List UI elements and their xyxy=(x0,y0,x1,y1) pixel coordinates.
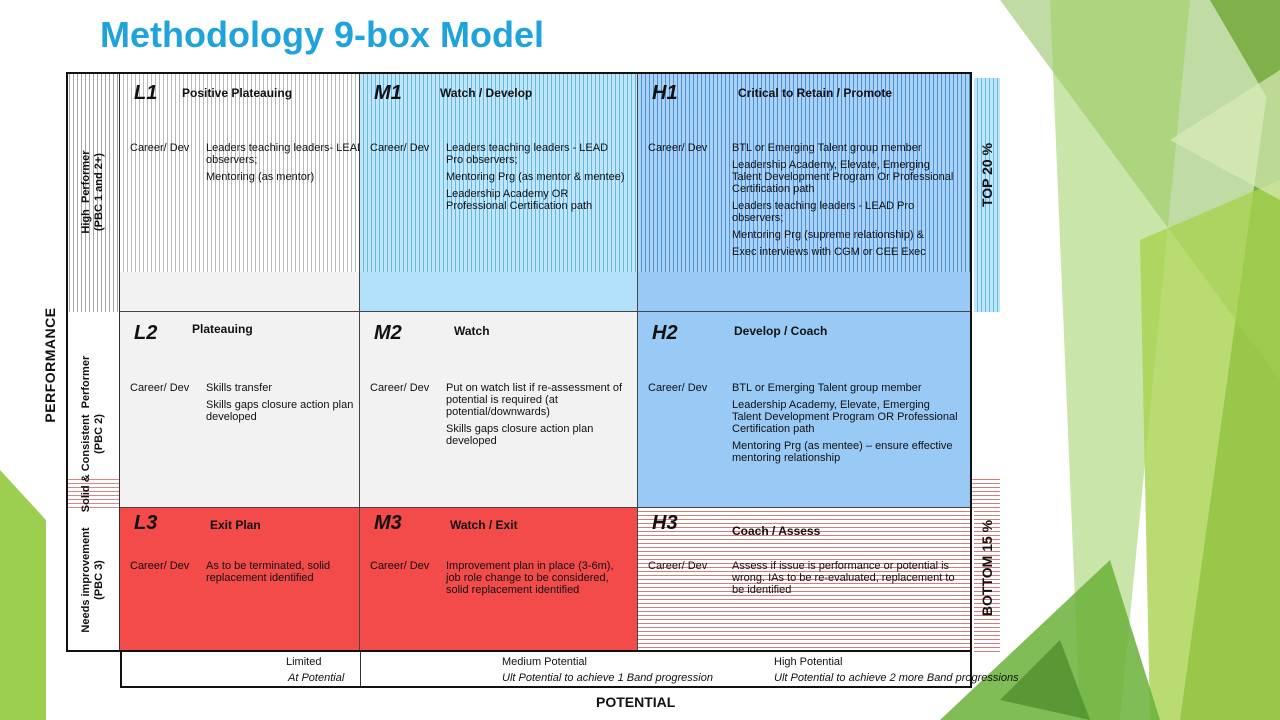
cell-H3: H3 Coach / Assess Career/ Dev Assess if … xyxy=(638,508,972,652)
cell-item: Mentoring Prg (as mentee) – ensure effec… xyxy=(732,440,953,464)
cell-items: BTL or Emerging Talent group member Lead… xyxy=(732,382,960,469)
row-label-high: High Performer (PBC 1 and 2+) xyxy=(66,72,120,312)
cell-item: BTL or Emerging Talent group member xyxy=(732,142,922,154)
potential-high: High Potential Ult Potential to achieve … xyxy=(774,654,1019,686)
cell-heading: Coach / Assess xyxy=(732,524,821,538)
potential-limited: Limited At Potential xyxy=(286,654,344,686)
cell-code: M3 xyxy=(374,512,402,534)
potential-bar: Limited At Potential Medium Potential Ul… xyxy=(120,652,1019,688)
cell-items: Skills transfer Skills gaps closure acti… xyxy=(206,382,388,428)
cell-H1: H1 Critical to Retain / Promote Career/ … xyxy=(638,72,972,312)
cell-M1: M1 Watch / Develop Career/ Dev Leaders t… xyxy=(360,72,638,312)
cell-label: Career/ Dev xyxy=(370,382,430,394)
cell-heading: Watch xyxy=(454,324,490,338)
cell-label: Career/ Dev xyxy=(648,142,708,154)
cell-item: Exec interviews with CGM or CEE Exec xyxy=(732,246,926,258)
cell-code: H1 xyxy=(652,82,678,104)
cell-item: Improvement plan in place (3-6m), job ro… xyxy=(446,560,614,596)
cell-item: Assess if issue is performance or potent… xyxy=(732,560,955,596)
cell-heading: Exit Plan xyxy=(210,518,261,532)
cell-heading: Critical to Retain / Promote xyxy=(738,86,893,100)
cell-code: L3 xyxy=(134,512,158,534)
performance-axis-label: PERFORMANCE xyxy=(42,307,58,423)
cell-label: Career/ Dev xyxy=(370,142,430,154)
cell-label: Career/ Dev xyxy=(648,560,708,572)
cell-label: Career/ Dev xyxy=(130,382,190,394)
cell-items: Put on watch list if re-assessment of po… xyxy=(446,382,628,452)
cell-heading: Develop / Coach xyxy=(734,324,828,338)
cell-item: Leadership Academy OR Professional Certi… xyxy=(446,188,593,212)
potential-medium-label: Medium Potential xyxy=(502,656,587,668)
cell-code: L2 xyxy=(134,322,158,344)
top-20-label: TOP 20 % xyxy=(979,142,995,208)
cell-label: Career/ Dev xyxy=(648,382,708,394)
cell-code: H2 xyxy=(652,322,678,344)
cell-heading: Watch / Exit xyxy=(450,518,518,532)
cell-heading: Plateauing xyxy=(192,322,253,336)
cell-item: Skills gaps closure action plan develope… xyxy=(446,423,594,447)
cell-items: BTL or Emerging Talent group member Lead… xyxy=(732,142,960,263)
bottom-15-label: BOTTOM 15 % xyxy=(979,519,995,617)
cell-items: As to be terminated, solid replacement i… xyxy=(206,560,388,589)
page-title: Methodology 9-box Model xyxy=(100,14,544,55)
potential-axis-label: POTENTIAL xyxy=(596,694,676,710)
row-label-solid: Solid & Consistent Performer (PBC 2) xyxy=(66,312,120,512)
cell-code: H3 xyxy=(652,512,678,534)
cell-label: Career/ Dev xyxy=(130,560,190,572)
cell-item: Leadership Academy, Elevate, Emerging Ta… xyxy=(732,159,954,195)
cell-item: Skills transfer xyxy=(206,382,273,394)
cell-label: Career/ Dev xyxy=(130,142,190,154)
cell-item: Leadership Academy, Elevate, Emerging Ta… xyxy=(732,399,958,435)
cell-L2: L2 Plateauing Career/ Dev Skills transfe… xyxy=(120,312,360,508)
cell-items: Improvement plan in place (3-6m), job ro… xyxy=(446,560,628,601)
cell-heading: Positive Plateauing xyxy=(182,86,293,100)
cell-item: Put on watch list if re-assessment of po… xyxy=(446,382,623,418)
cell-L1: L1 Positive Plateauing Career/ Dev Leade… xyxy=(120,72,385,312)
cell-code: L1 xyxy=(134,82,158,104)
potential-high-sub: Ult Potential to achieve 2 more Band pro… xyxy=(774,672,1019,684)
nine-box-grid xyxy=(66,72,972,652)
row-label-needs: Needs improvement (PBC 3) xyxy=(66,508,120,652)
cell-item: As to be terminated, solid replacement i… xyxy=(206,560,331,584)
cell-items: Assess if issue is performance or potent… xyxy=(732,560,960,601)
cell-item: BTL or Emerging Talent group member xyxy=(732,382,922,394)
cell-item: Leaders teaching leaders - LEAD Pro obse… xyxy=(732,200,915,224)
cell-code: M1 xyxy=(374,82,402,104)
cell-item: Leaders teaching leaders - LEAD Pro obse… xyxy=(446,142,609,166)
cell-item: Leaders teaching leaders- LEAD Pro obser… xyxy=(206,142,386,166)
potential-limited-sub: At Potential xyxy=(288,672,345,684)
cell-label: Career/ Dev xyxy=(370,560,430,572)
bottom-side-stripe xyxy=(974,476,1000,652)
potential-medium: Medium Potential Ult Potential to achiev… xyxy=(502,654,713,686)
cell-item: Skills gaps closure action plan develope… xyxy=(206,399,354,423)
cell-item: Mentoring Prg (as mentor & mentee) xyxy=(446,171,625,183)
cell-code: M2 xyxy=(374,322,402,344)
cell-item: Mentoring Prg (supreme relationship) & xyxy=(732,229,924,241)
cell-items: Leaders teaching leaders- LEAD Pro obser… xyxy=(206,142,388,188)
potential-high-label: High Potential xyxy=(774,656,843,668)
cell-heading: Watch / Develop xyxy=(440,86,533,100)
cell-item: Mentoring (as mentor) xyxy=(206,171,315,183)
cell-items: Leaders teaching leaders - LEAD Pro obse… xyxy=(446,142,628,217)
top-side-stripe xyxy=(974,78,1000,312)
cell-M3: M3 Watch / Exit Career/ Dev Improvement … xyxy=(360,508,638,652)
potential-medium-sub: Ult Potential to achieve 1 Band progress… xyxy=(502,672,713,684)
cell-L3: L3 Exit Plan Career/ Dev As to be termin… xyxy=(120,508,360,652)
cell-H2: H2 Develop / Coach Career/ Dev BTL or Em… xyxy=(638,312,972,508)
cell-M2: M2 Watch Career/ Dev Put on watch list i… xyxy=(360,312,638,508)
potential-limited-label: Limited xyxy=(286,656,322,668)
